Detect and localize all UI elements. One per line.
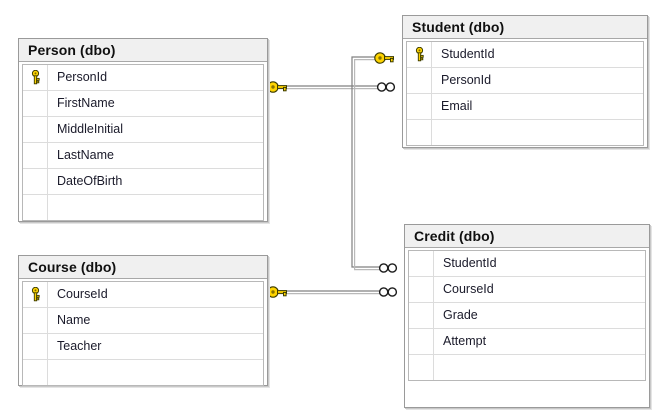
relationship-course-credit[interactable] <box>267 286 398 298</box>
column-gutter <box>407 94 432 119</box>
relationship-student-credit[interactable] <box>351 52 398 273</box>
column-name: Grade <box>443 308 478 322</box>
table-title-person: Person (dbo) <box>19 39 267 62</box>
column-row-empty[interactable] <box>23 360 263 386</box>
column-row[interactable]: DateOfBirth <box>23 169 263 195</box>
column-gutter <box>23 65 48 90</box>
column-name <box>48 360 263 385</box>
column-row[interactable]: StudentId <box>407 42 643 68</box>
column-row[interactable]: FirstName <box>23 91 263 117</box>
column-name <box>432 120 643 145</box>
column-name: PersonId <box>441 73 492 87</box>
column-gutter <box>409 329 434 354</box>
column-name: Teacher <box>57 339 102 353</box>
column-gutter <box>23 143 48 168</box>
table-title-course: Course (dbo) <box>19 256 267 279</box>
column-name: FirstName <box>57 96 115 110</box>
key-icon <box>267 286 288 298</box>
column-gutter <box>23 360 48 385</box>
infinity-icon <box>378 263 398 273</box>
column-name: CourseId <box>443 282 494 296</box>
relationship-person-student[interactable] <box>267 81 396 93</box>
column-row[interactable]: StudentId <box>409 251 645 277</box>
column-row[interactable]: Grade <box>409 303 645 329</box>
column-name: StudentId <box>443 256 497 270</box>
table-title-credit: Credit (dbo) <box>405 225 649 248</box>
key-icon <box>267 81 288 93</box>
column-gutter <box>23 91 48 116</box>
column-name: MiddleInitial <box>57 122 124 136</box>
column-name <box>48 195 263 220</box>
column-name: DateOfBirth <box>57 174 123 188</box>
column-gutter <box>409 251 434 276</box>
column-name: StudentId <box>441 47 495 61</box>
column-row[interactable]: Teacher <box>23 334 263 360</box>
key-icon <box>31 287 40 302</box>
column-name <box>434 355 645 380</box>
infinity-icon <box>376 82 396 92</box>
column-gutter <box>409 303 434 328</box>
key-icon <box>31 70 40 85</box>
column-name: PersonId <box>57 70 108 84</box>
column-gutter <box>23 308 48 333</box>
column-name: Name <box>57 313 91 327</box>
infinity-icon <box>378 287 398 297</box>
column-row[interactable]: Name <box>23 308 263 334</box>
column-gutter <box>409 355 434 380</box>
column-name: Attempt <box>443 334 487 348</box>
column-row[interactable]: CourseId <box>23 282 263 308</box>
column-name: Email <box>441 99 473 113</box>
column-gutter <box>407 42 432 67</box>
column-gutter <box>407 120 432 145</box>
column-row[interactable]: MiddleInitial <box>23 117 263 143</box>
column-row[interactable]: PersonId <box>407 68 643 94</box>
column-gutter <box>23 117 48 142</box>
column-row[interactable]: LastName <box>23 143 263 169</box>
column-gutter <box>407 68 432 93</box>
column-row[interactable]: PersonId <box>23 65 263 91</box>
column-gutter <box>409 277 434 302</box>
column-row-empty[interactable] <box>407 120 643 146</box>
column-gutter <box>23 195 48 220</box>
column-gutter <box>23 334 48 359</box>
column-name: CourseId <box>57 287 108 301</box>
column-gutter <box>23 282 48 307</box>
column-name: LastName <box>57 148 114 162</box>
key-icon <box>374 52 395 64</box>
column-row[interactable]: Email <box>407 94 643 120</box>
column-row-empty[interactable] <box>23 195 263 221</box>
table-title-student: Student (dbo) <box>403 16 647 39</box>
column-gutter <box>23 169 48 194</box>
column-row[interactable]: CourseId <box>409 277 645 303</box>
key-icon <box>415 47 424 62</box>
column-row-empty[interactable] <box>409 355 645 381</box>
column-row[interactable]: Attempt <box>409 329 645 355</box>
